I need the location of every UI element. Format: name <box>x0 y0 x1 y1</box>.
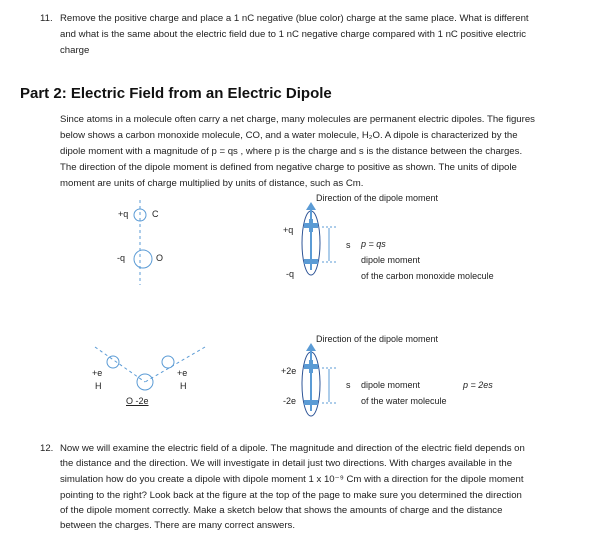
question-12-line-6: between the charges. There are many corr… <box>60 520 295 531</box>
water-h-left-symbol: H <box>95 381 102 391</box>
hydrogen-atom-right <box>161 355 175 369</box>
co-formula: p = qs <box>361 239 386 249</box>
water-caption-2: of the water molecule <box>361 396 447 406</box>
water-h-right-symbol: H <box>180 381 187 391</box>
question-11: 11. <box>40 11 53 26</box>
co-oxygen-symbol: O <box>156 253 164 263</box>
water-separation-label: s <box>346 380 351 390</box>
intro-line-4: The direction of the dipole moment is de… <box>60 162 517 173</box>
question-number: 11. <box>40 13 53 24</box>
co-oxygen-charge: -q <box>117 253 126 263</box>
question-12-line-5: of the dipole moment correctly. Make a s… <box>60 505 503 516</box>
co-carbon-symbol: C <box>152 209 159 219</box>
water-formula: p = 2es <box>463 380 493 390</box>
question-12-line-4: pointing to the right? Look back at the … <box>60 490 522 501</box>
oxygen-atom <box>133 249 153 269</box>
question-12-line-1: Now we will examine the electric field o… <box>60 443 525 454</box>
hydrogen-atom-left <box>106 355 120 369</box>
intro-line-1: Since atoms in a molecule often carry a … <box>60 114 535 125</box>
co-dipole-negative-charge: -q <box>286 269 295 279</box>
water-h-left-charge: +e <box>92 368 103 378</box>
question-12-line-2: the distance and the direction. We will … <box>60 458 513 469</box>
water-dipole <box>301 343 336 417</box>
water-dipole-positive-charge: +2e <box>281 366 297 376</box>
water-h-right-charge: +e <box>177 368 188 378</box>
co-molecule <box>133 200 153 285</box>
section-heading: Part 2: Electric Field from an Electric … <box>20 85 332 102</box>
co-separation-label: s <box>346 240 351 250</box>
water-oxygen-label: O -2e <box>126 396 149 406</box>
oxygen-atom-water <box>136 373 154 391</box>
co-caption-2: of the carbon monoxide molecule <box>361 271 494 281</box>
carbon-atom <box>133 208 147 222</box>
question-12-number: 12. <box>40 443 54 454</box>
water-molecule <box>94 346 206 391</box>
water-direction-label: Direction of the dipole moment <box>316 334 439 344</box>
question-12-line-3: simulation how do you create a dipole wi… <box>60 474 524 485</box>
water-caption-1: dipole moment <box>361 380 421 390</box>
question-11-line-1: Remove the positive charge and place a 1… <box>60 13 529 24</box>
co-direction-label: Direction of the dipole moment <box>316 193 439 203</box>
intro-line-2: below shows a carbon monoxide molecule, … <box>60 130 518 141</box>
question-11-line-2: and what is the same about the electric … <box>60 29 527 40</box>
co-dipole-positive-charge: +q <box>283 225 294 235</box>
question-11-line-3: charge <box>60 45 90 56</box>
co-carbon-charge: +q <box>118 209 129 219</box>
intro-line-5: moment are units of charge multiplied by… <box>60 178 364 189</box>
water-dipole-negative-charge: -2e <box>283 396 297 406</box>
co-caption-1: dipole moment <box>361 255 421 265</box>
intro-line-3: dipole moment with a magnitude of p = qs… <box>60 146 523 157</box>
co-dipole <box>301 202 336 276</box>
